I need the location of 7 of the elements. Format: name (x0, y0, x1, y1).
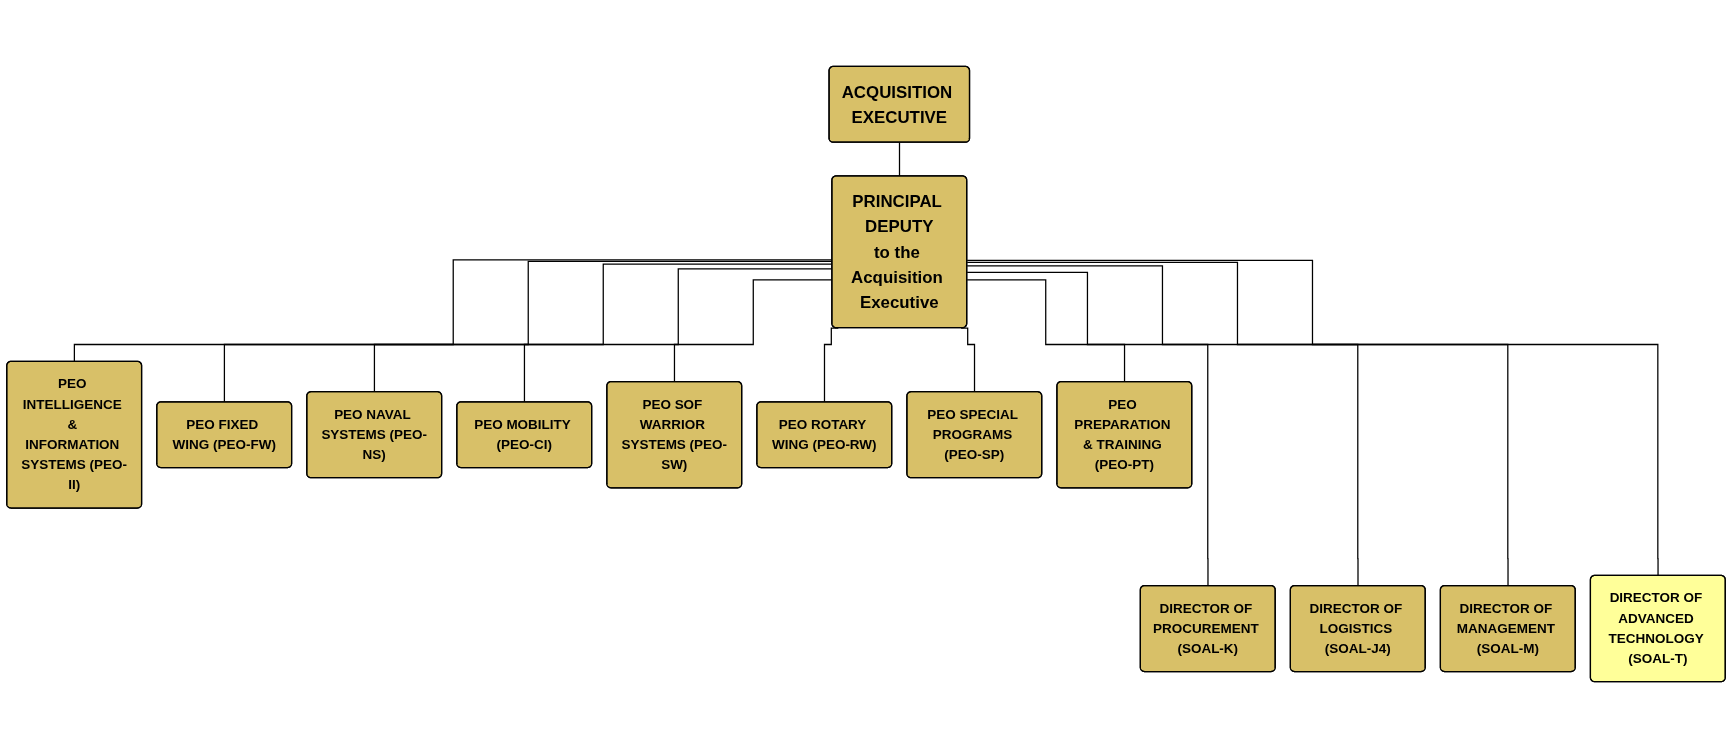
connector (966, 271, 1209, 587)
connector (960, 327, 976, 393)
connector (966, 265, 1359, 587)
connector (966, 261, 1509, 587)
connector (966, 279, 1126, 383)
connector (898, 142, 901, 177)
connector (966, 259, 1659, 577)
